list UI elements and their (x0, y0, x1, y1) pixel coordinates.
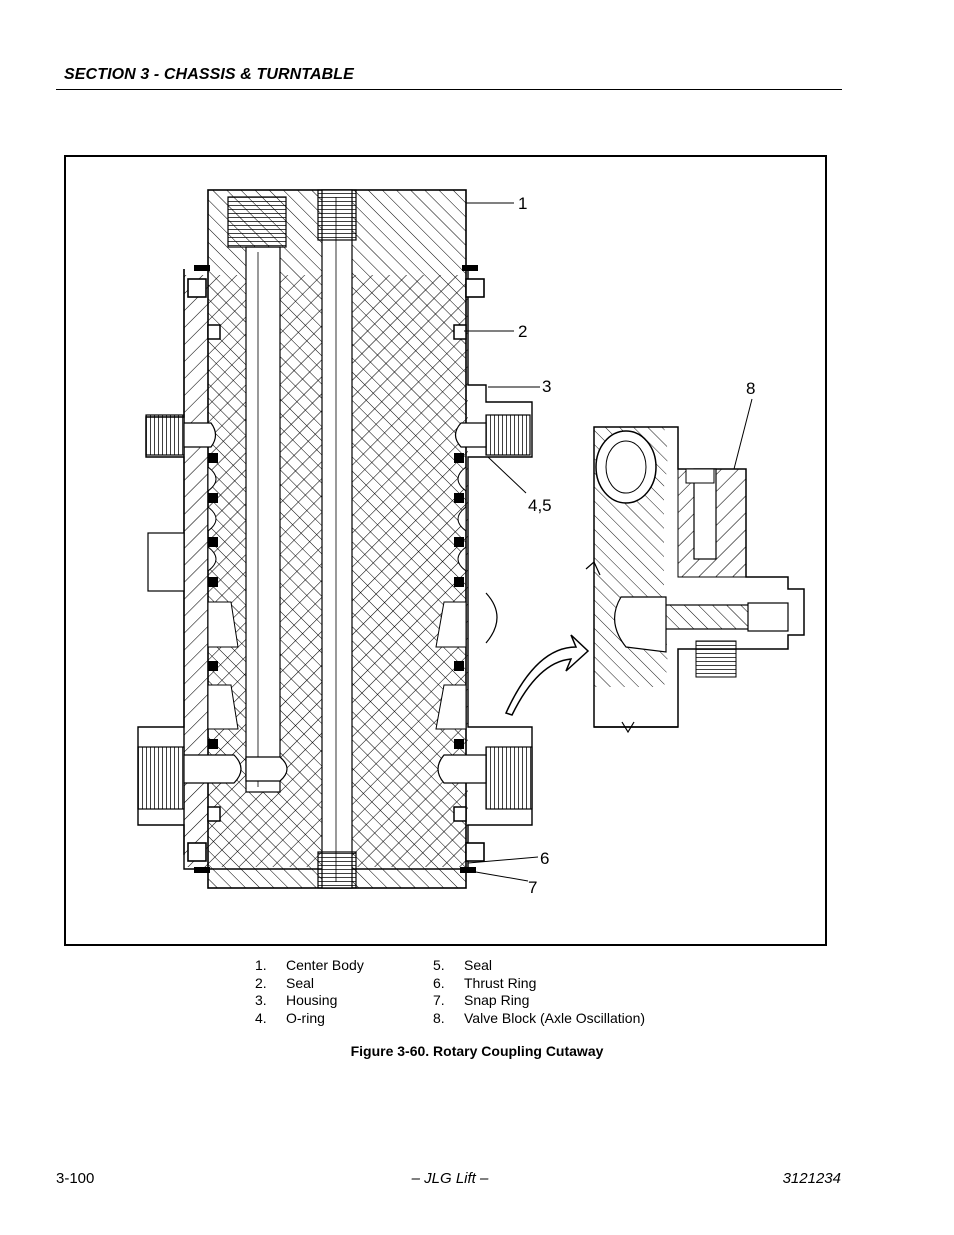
page-number: 3-100 (56, 1170, 95, 1187)
callout-2: 2 (518, 322, 527, 341)
figure-frame: 1 2 3 4,5 6 7 8 (64, 155, 827, 946)
leader-lines (464, 202, 753, 882)
valve-block-detail (585, 426, 805, 734)
legend-item: 6.Thrust Ring (433, 974, 537, 991)
legend-item: 3.Housing (255, 992, 338, 1008)
legend-item: 5.Seal (433, 957, 493, 973)
rotary-coupling-drawing: 1 2 3 4,5 6 7 8 (137, 189, 805, 897)
callout-1: 1 (518, 194, 527, 213)
callout-4-5: 4,5 (528, 496, 552, 515)
callout-7: 7 (528, 878, 537, 897)
callout-labels: 1 2 3 4,5 6 7 8 (518, 194, 755, 897)
housing-ports (137, 414, 533, 810)
callout-6: 6 (540, 849, 549, 868)
callout-3: 3 (542, 377, 551, 396)
figure-caption: Figure 3-60. Rotary Coupling Cutaway (350, 1043, 604, 1059)
legend-item: 1.Center Body (255, 957, 364, 973)
seals-and-orings (187, 265, 498, 873)
legend-item: 7.Snap Ring (433, 992, 530, 1008)
header-rule (56, 89, 842, 90)
document-number: 3121234 (782, 1170, 841, 1187)
legend-item: 8.Valve Block (Axle Oscillation) (433, 1009, 646, 1026)
section-title: SECTION 3 - CHASSIS & TURNTABLE (64, 66, 354, 83)
footer-brand: – JLG Lift – (411, 1170, 489, 1187)
legend-item: 4.O-ring (255, 1009, 325, 1026)
detail-arrow (504, 634, 590, 716)
callout-8: 8 (746, 379, 755, 398)
legend-left: 1.Center Body 2.Seal 3.Housing 4.O-ring (255, 957, 425, 1027)
legend-item: 2.Seal (255, 974, 315, 991)
legend-right: 5.Seal 6.Thrust Ring 7.Snap Ring 8.Valve… (433, 957, 693, 1027)
center-body (207, 189, 467, 889)
